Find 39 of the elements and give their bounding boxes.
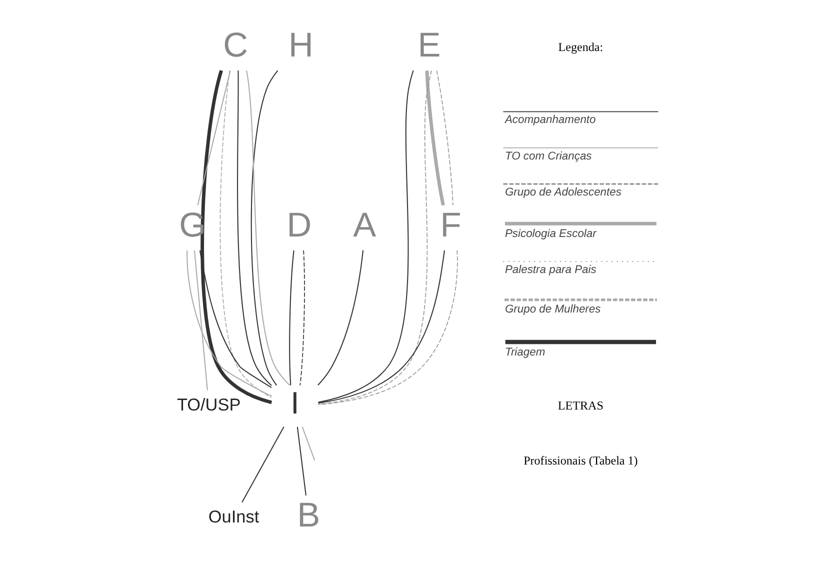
connector [236, 70, 272, 386]
connector [198, 250, 272, 388]
node-text: D [286, 206, 312, 245]
node-text: I [290, 386, 299, 421]
legend-label: TO com Crianças [504, 150, 592, 162]
connector [219, 70, 272, 398]
legend-label: Palestra para Pais [504, 264, 596, 276]
connector [317, 70, 432, 405]
connector [436, 70, 453, 206]
label: Profissionais (Tabela 1) [523, 453, 638, 468]
label: Legenda: [558, 40, 603, 54]
node-text: B [296, 496, 320, 535]
connector [317, 250, 364, 386]
legend-label: Triagem [504, 346, 545, 359]
connector [299, 250, 304, 386]
label: LETRAS [557, 398, 603, 412]
connector [186, 250, 272, 397]
legend-label: Acompanhamento [504, 114, 596, 126]
node-text: H [288, 26, 313, 65]
node-text: C [222, 26, 248, 65]
connector [288, 250, 294, 386]
connector [193, 250, 208, 390]
connector [301, 426, 315, 460]
node-text: TO/USP [176, 394, 240, 414]
connector [318, 70, 414, 403]
node-text: A [352, 206, 376, 245]
connector [246, 70, 290, 386]
node-text: OuInst [208, 506, 259, 526]
connector [200, 70, 272, 404]
legend-label: Grupo de Mulheres [504, 304, 600, 316]
connector [424, 70, 444, 206]
legend-label: Grupo de Adolescentes [504, 186, 621, 199]
connector [296, 426, 306, 496]
connector [196, 70, 230, 206]
connector [241, 426, 284, 503]
connector [250, 70, 278, 386]
node-text: E [417, 26, 440, 65]
legend-label: Psicologia Escolar [504, 228, 596, 240]
node-text: F [440, 206, 461, 245]
